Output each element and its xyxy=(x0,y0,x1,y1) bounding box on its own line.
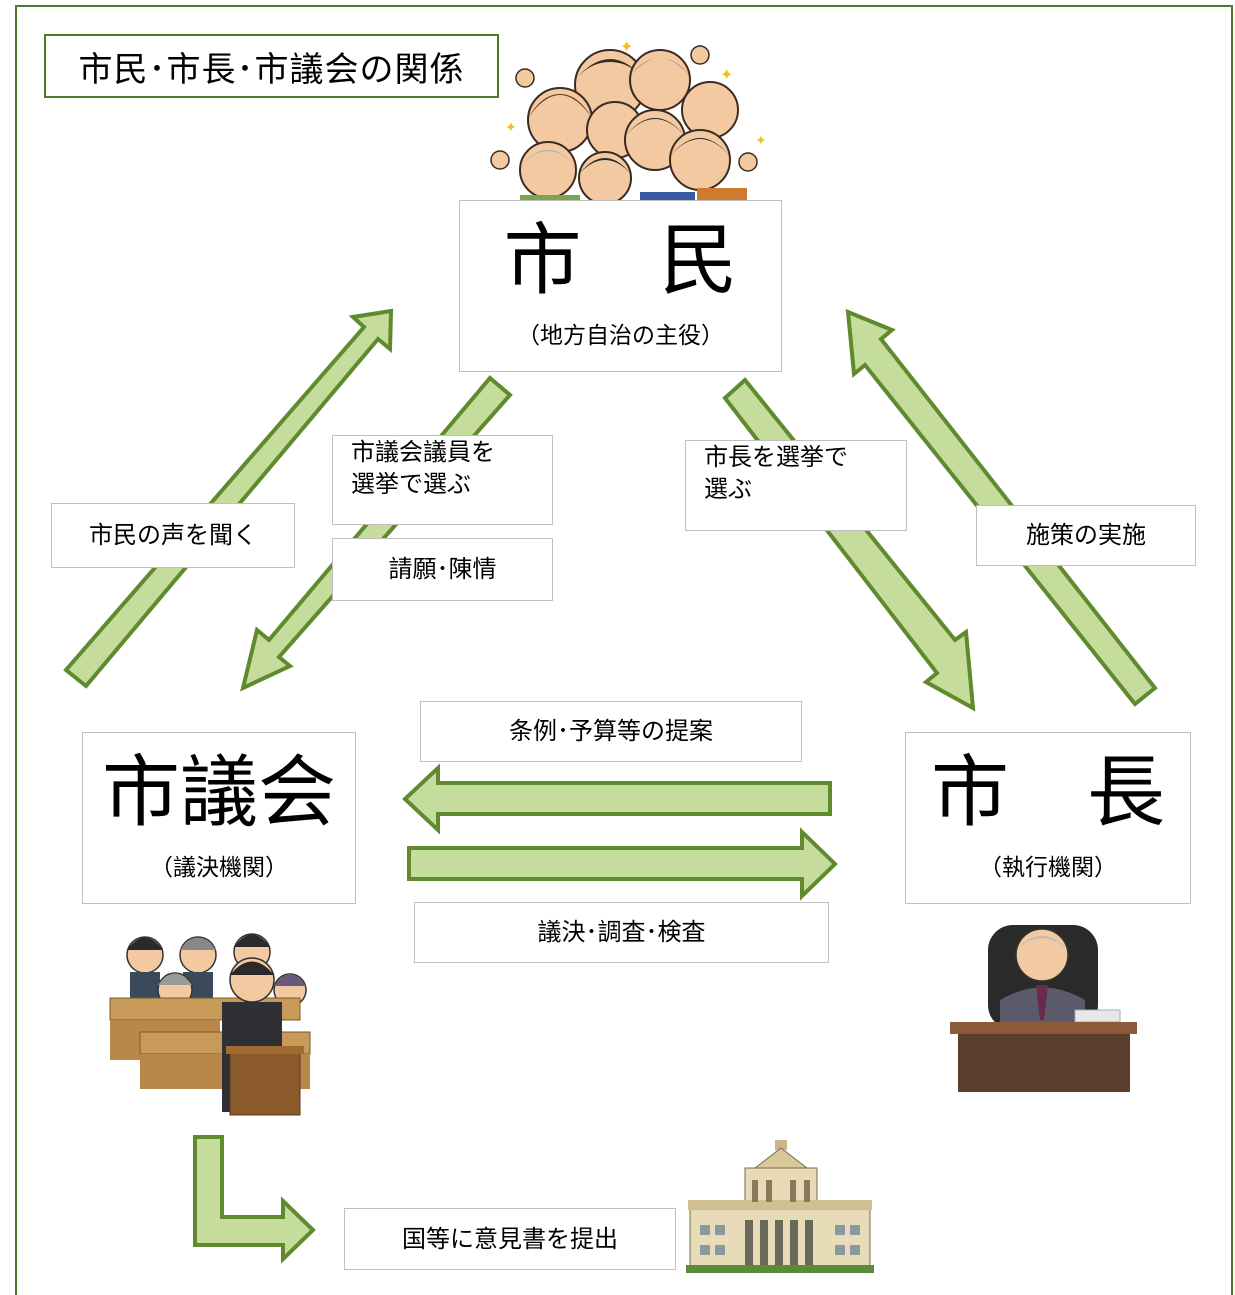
node-citizens-name: 市 民 xyxy=(503,216,738,306)
svg-text:✦: ✦ xyxy=(720,65,733,84)
diagram-frame xyxy=(15,5,1233,1295)
national-diet-building-icon xyxy=(686,1140,874,1273)
arrow-resolve xyxy=(407,827,838,901)
arrow-opinion xyxy=(193,1135,316,1264)
node-council-role: （議決機関） xyxy=(150,855,288,881)
crowd-cheering-icon: ✦ ✦ ✦ ✦ ✦ xyxy=(490,37,767,223)
label-elect-council-line2: 選挙で選ぶ xyxy=(351,470,471,499)
label-elect-mayor-line2: 選ぶ xyxy=(704,475,752,504)
node-council-name: 市議会 xyxy=(101,748,336,838)
label-resolve: 議決･調査･検査 xyxy=(414,902,829,963)
node-citizens-role: （地方自治の主役） xyxy=(517,323,724,349)
label-elect-mayor: 市長を選挙で 選ぶ xyxy=(685,440,907,531)
svg-text:✦: ✦ xyxy=(755,133,767,149)
svg-text:✦: ✦ xyxy=(505,120,517,136)
svg-text:✦: ✦ xyxy=(620,37,633,56)
label-opinion: 国等に意見書を提出 xyxy=(344,1208,676,1270)
node-mayor-role: （執行機関） xyxy=(979,855,1117,881)
label-petition: 請願･陳情 xyxy=(332,538,553,601)
council-assembly-icon xyxy=(109,933,311,1116)
arrow-listen-voice xyxy=(63,308,394,689)
label-elect-council-line1: 市議会議員を xyxy=(351,438,495,466)
label-elect-council: 市議会議員を 選挙で選ぶ xyxy=(332,435,553,525)
label-propose: 条例･予算等の提案 xyxy=(420,701,802,762)
mayor-at-desk-icon xyxy=(950,925,1137,1092)
diagram-title: 市民･市長･市議会の関係 xyxy=(44,34,499,98)
label-implement-policy: 施策の実施 xyxy=(976,505,1196,566)
arrow-propose xyxy=(402,763,832,835)
label-listen-voice: 市民の声を聞く xyxy=(51,503,295,568)
label-elect-mayor-line1: 市長を選挙で xyxy=(704,443,848,471)
node-mayor: 市 長 （執行機関） xyxy=(905,732,1191,904)
node-mayor-name: 市 長 xyxy=(930,748,1165,838)
node-citizens: 市 民 （地方自治の主役） xyxy=(459,200,782,372)
node-council: 市議会 （議決機関） xyxy=(82,732,356,904)
